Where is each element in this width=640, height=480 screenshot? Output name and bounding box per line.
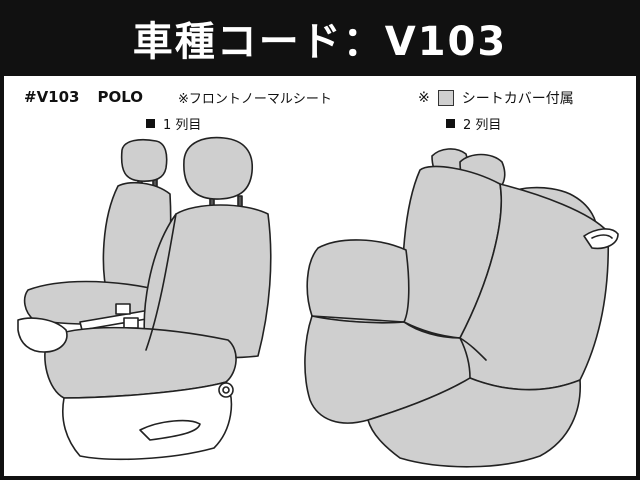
header-bar: 車種コード：V103 bbox=[0, 0, 640, 76]
row1-label: 1 列目 bbox=[146, 114, 201, 133]
row2-label: 2 列目 bbox=[446, 114, 501, 133]
black-square-icon bbox=[146, 119, 155, 128]
front-right-headrest bbox=[183, 136, 253, 200]
row1-label-text: 1 列目 bbox=[163, 118, 202, 133]
legend-swatch-icon bbox=[437, 90, 454, 106]
page-title: 車種コード：V103 bbox=[132, 19, 508, 65]
vehicle-info: #V103 POLO bbox=[24, 88, 143, 106]
vehicle-code: #V103 bbox=[24, 88, 80, 106]
legend-mark: ※ bbox=[418, 90, 430, 106]
legend-text: シートカバー付属 bbox=[461, 91, 574, 107]
rear-cushion-right bbox=[367, 377, 581, 468]
rear-cushion-left bbox=[306, 239, 410, 324]
row2-label-text: 2 列目 bbox=[463, 118, 502, 133]
vehicle-model: POLO bbox=[97, 88, 144, 106]
front-left-headrest bbox=[120, 138, 168, 182]
seat-adjust-lever bbox=[139, 382, 234, 441]
seam-lines bbox=[145, 213, 487, 361]
rear-seatbelt-tab bbox=[583, 228, 619, 250]
front-seat-base bbox=[61, 381, 233, 461]
seat-type-note: ※フロントノーマルシート bbox=[178, 92, 332, 107]
door-armrest bbox=[17, 317, 68, 353]
black-square-icon bbox=[446, 119, 455, 128]
front-right-backrest bbox=[143, 204, 272, 359]
legend: ※ シートカバー付属 bbox=[418, 88, 574, 108]
